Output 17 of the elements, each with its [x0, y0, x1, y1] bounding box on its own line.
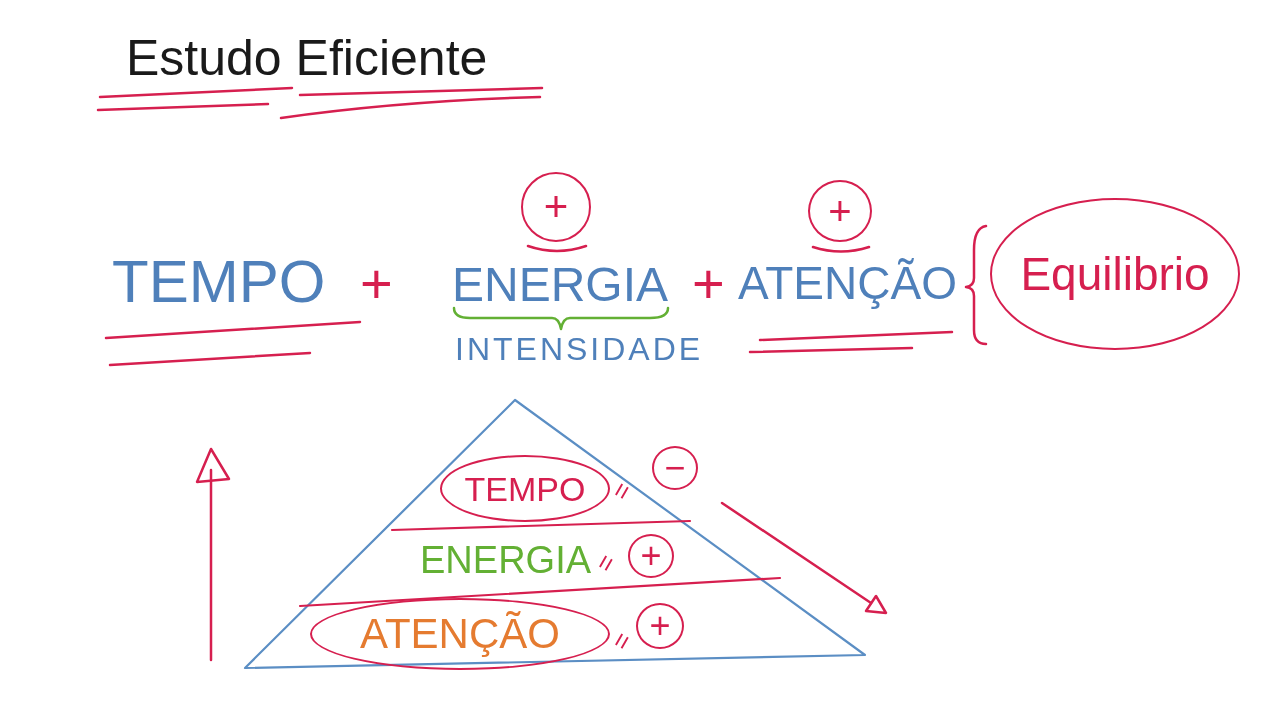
- equals-sign: =: [590, 549, 621, 577]
- circled-sign: +: [808, 180, 872, 242]
- circled-word: TEMPO: [440, 455, 610, 522]
- equation-term: ATENÇÃO: [738, 256, 957, 311]
- circled-sign: −: [652, 446, 698, 490]
- equation-term: TEMPO: [112, 247, 326, 317]
- circled-word: ATENÇÃO: [310, 598, 610, 670]
- circled-sign: +: [636, 603, 684, 649]
- circled-word: Equilibrio: [990, 198, 1240, 350]
- plus-sign: +: [692, 251, 725, 317]
- circled-sign: +: [521, 172, 591, 242]
- circled-sign: +: [628, 534, 674, 578]
- equation-term: ENERGIA: [452, 257, 669, 313]
- plus-sign: +: [360, 251, 393, 317]
- tier-label: ENERGIA: [420, 538, 592, 584]
- title: Estudo Eficiente: [126, 29, 488, 88]
- brace-label: INTENSIDADE: [455, 330, 704, 369]
